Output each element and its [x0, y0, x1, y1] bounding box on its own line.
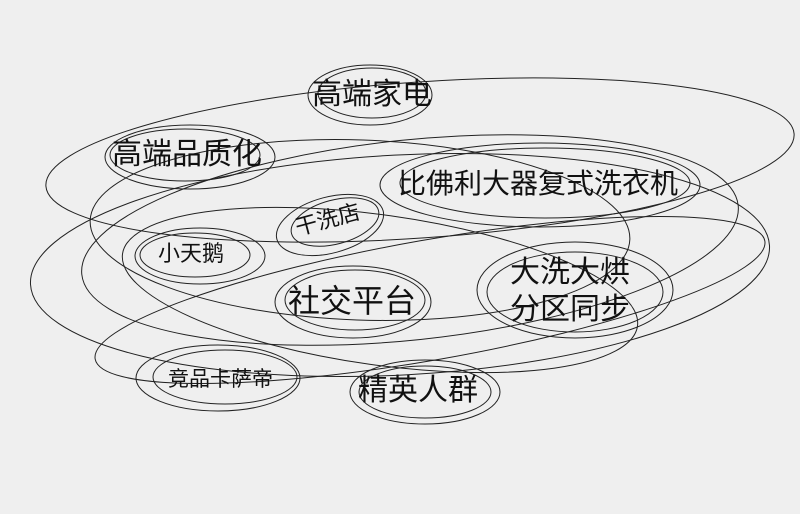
keyword-jingying-renqun: 精英人群: [358, 373, 478, 408]
keyword-daxi-dahong: 大洗大烘: [510, 255, 630, 290]
keyword-gaoduan-jiadian: 高端家电: [312, 77, 432, 112]
keyword-shejiao-pingtai: 社交平台: [288, 282, 417, 320]
keyword-gaoduan-pinzhihua: 高端品质化: [112, 137, 262, 172]
keyword-beverly-washer: 比佛利大器复式洗衣机: [398, 167, 679, 200]
keyword-fenqu-tongbu: 分区同步: [510, 292, 630, 327]
keyword-jingpin-kasadi: 竞品卡萨帝: [168, 367, 273, 391]
keyword-xiaotiane: 小天鹅: [158, 242, 225, 267]
